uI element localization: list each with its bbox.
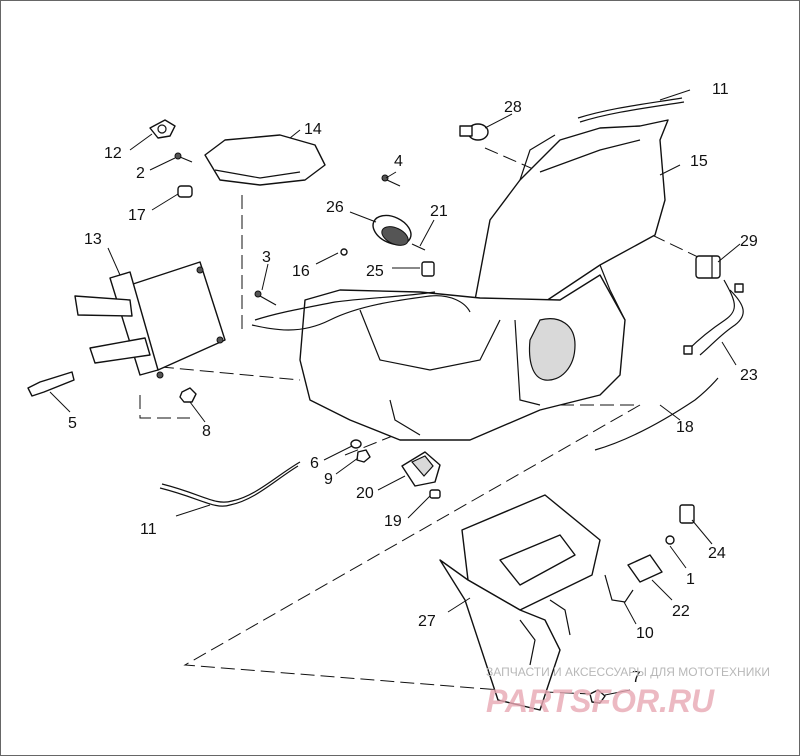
callout-13: 13 — [84, 231, 102, 248]
callout-29: 29 — [740, 233, 758, 250]
callout-10: 10 — [636, 625, 654, 642]
callout-12: 12 — [104, 145, 122, 162]
part-15-nacelle — [469, 119, 669, 321]
part-2-screw — [174, 152, 193, 163]
inner-fairing-body — [299, 274, 626, 441]
part-18-rod — [594, 377, 719, 451]
part-11-hose-lower — [159, 291, 471, 507]
part-9-nut — [356, 449, 371, 463]
callout-18: 18 — [676, 419, 694, 436]
callout-5: 5 — [68, 415, 77, 432]
callout-27: 27 — [418, 613, 436, 630]
callout-16: 16 — [292, 263, 310, 280]
callout-20: 20 — [356, 485, 374, 502]
part-14-pad — [204, 134, 326, 186]
part-12-clip — [149, 119, 176, 139]
callout-leader-lines — [49, 89, 741, 696]
part-25-socket — [421, 261, 435, 277]
part-10-clip — [604, 574, 634, 603]
callout-3: 3 — [262, 249, 271, 266]
part-3-screw — [254, 290, 277, 306]
part-4-screw — [381, 174, 401, 187]
callout-19: 19 — [384, 513, 402, 530]
callout-28: 28 — [504, 99, 522, 116]
callout-11-lower: 11 — [140, 521, 157, 538]
callout-8: 8 — [202, 423, 211, 440]
watermark: ЗАПЧАСТИ И АКСЕССУАРЫ ДЛЯ МОТОТЕХНИКИ PA… — [486, 665, 770, 719]
part-20-housing — [401, 451, 441, 487]
part-27-panel — [439, 494, 601, 711]
watermark-caption: ЗАПЧАСТИ И АКСЕССУАРЫ ДЛЯ МОТОТЕХНИКИ — [486, 665, 770, 679]
callout-2: 2 — [136, 165, 145, 182]
callout-6: 6 — [310, 455, 319, 472]
callout-25: 25 — [366, 263, 384, 280]
callout-labels: 1 2 3 4 5 6 7 8 9 10 11 11 12 13 14 15 1… — [68, 81, 758, 686]
callout-11-upper: 11 — [712, 81, 729, 98]
callout-15: 15 — [690, 153, 708, 170]
callout-21: 21 — [430, 203, 448, 220]
callout-1: 1 — [686, 571, 695, 588]
part-11-strip-upper — [577, 97, 685, 123]
callout-14: 14 — [304, 121, 322, 138]
part-5-bolt — [27, 371, 75, 397]
callout-26: 26 — [326, 199, 344, 216]
part-13-bracket — [74, 261, 226, 379]
part-29-connector — [695, 255, 721, 279]
part-23-harness — [683, 279, 744, 356]
part-1-screw — [665, 535, 675, 545]
callout-23: 23 — [740, 367, 758, 384]
part-7-nut — [589, 689, 606, 704]
watermark-brand: PARTSFOR.RU — [486, 683, 715, 719]
callout-24: 24 — [708, 545, 726, 562]
part-24-cap — [679, 504, 695, 524]
callout-22: 22 — [672, 603, 690, 620]
part-22-plate — [627, 554, 663, 583]
part-6-washer — [350, 439, 362, 449]
part-19-bulb — [429, 489, 441, 499]
part-8-nut — [179, 387, 197, 403]
part-21-bulb — [411, 243, 426, 251]
part-17-spacer — [177, 185, 193, 198]
part-16-fastener — [340, 248, 348, 256]
callout-7: 7 — [632, 669, 641, 686]
callout-17: 17 — [128, 207, 146, 224]
callout-9: 9 — [324, 471, 333, 488]
callout-4: 4 — [394, 153, 403, 170]
part-26-gauge — [372, 214, 412, 246]
part-28-grommet — [459, 123, 489, 141]
